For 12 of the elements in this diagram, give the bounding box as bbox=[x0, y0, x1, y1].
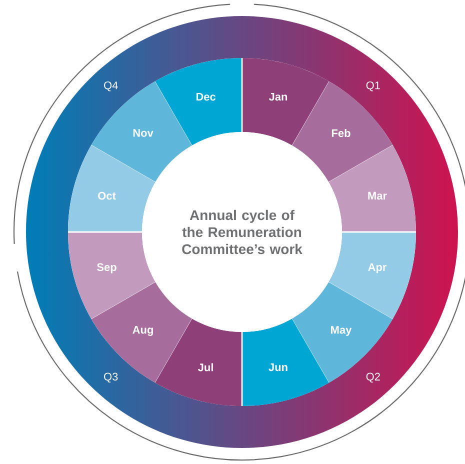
quarter-label: Q1 bbox=[366, 81, 380, 92]
quarter-label: Q4 bbox=[104, 81, 118, 92]
month-segment: Jul bbox=[155, 318, 242, 406]
month-segment: Jan bbox=[242, 58, 329, 146]
quarter-label: Q2 bbox=[366, 372, 380, 383]
month-segment: Mar bbox=[328, 145, 416, 232]
month-segment: Oct bbox=[68, 145, 156, 232]
month-segment: Sep bbox=[68, 232, 156, 319]
quarter-label: Q3 bbox=[104, 372, 118, 383]
month-segment: Jun bbox=[242, 318, 329, 406]
month-segment: Dec bbox=[155, 58, 242, 146]
month-segment: Apr bbox=[328, 232, 416, 319]
